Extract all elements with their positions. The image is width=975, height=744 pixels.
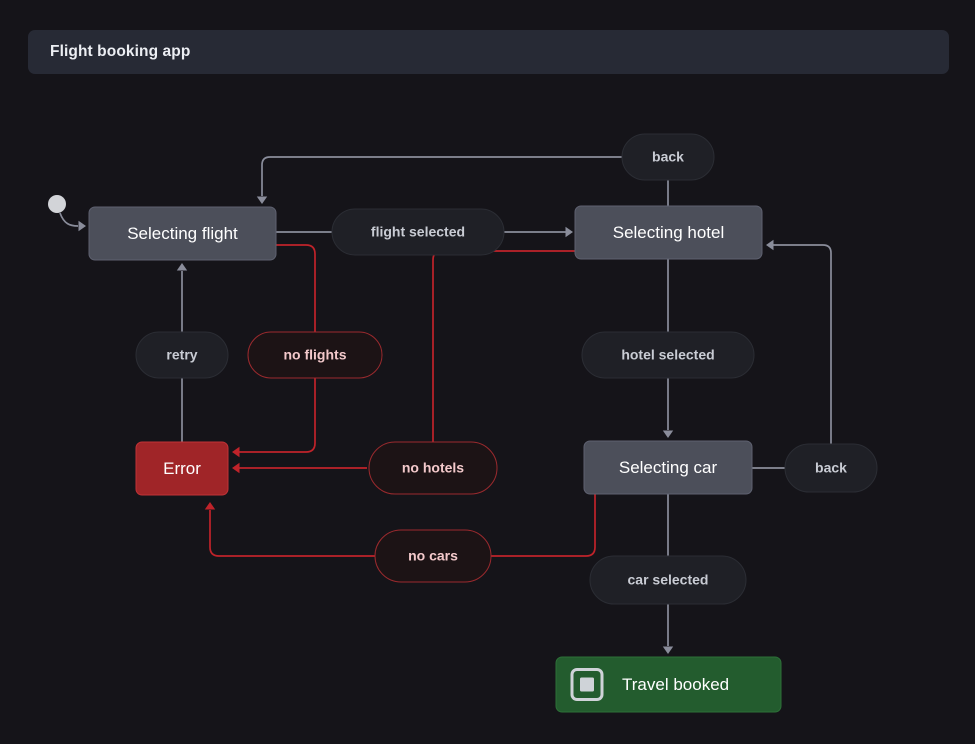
transition-line — [261, 156, 669, 206]
state-node-travel-booked[interactable]: Travel booked — [555, 656, 782, 713]
state-node-selecting-hotel[interactable]: Selecting hotel — [574, 205, 763, 260]
transition-arrowhead-left — [766, 239, 774, 251]
event-label-text: flight selected — [371, 224, 465, 240]
event-pill — [374, 529, 492, 583]
event-pill — [247, 331, 383, 379]
event-label-no-cars[interactable]: no cars — [374, 529, 492, 583]
transition-arrowhead-left — [232, 446, 240, 458]
state-node-error[interactable]: Error — [135, 441, 229, 496]
page-title: Flight booking app — [50, 43, 191, 60]
states-layer: Selecting flight Selecting hotelSelecting… — [88, 205, 782, 713]
event-pill — [589, 555, 747, 605]
state-label-text: Selecting car — [619, 458, 718, 477]
transition-arrowhead-left — [232, 462, 240, 474]
transition-arrowhead-up — [204, 502, 216, 510]
event-pill — [331, 208, 505, 256]
event-pill — [368, 441, 498, 495]
initial-state-marker — [48, 195, 66, 213]
event-label-car-selected[interactable]: car selected — [589, 555, 747, 605]
transition-t-initial[interactable] — [59, 212, 86, 232]
event-label-text: no flights — [284, 347, 347, 363]
event-pill — [784, 443, 878, 493]
transition-t-hotel-back-flight[interactable] — [256, 156, 669, 206]
initial-state-dot — [48, 195, 66, 213]
transition-line — [59, 212, 79, 227]
event-label-hotel-selected[interactable]: hotel selected — [581, 331, 755, 379]
event-label-text: back — [652, 149, 684, 165]
event-label-text: hotel selected — [621, 347, 714, 363]
transition-arrowhead-right — [78, 220, 86, 232]
transitions-layer — [48, 156, 832, 654]
state-label-text: Selecting flight — [127, 224, 238, 243]
event-label-back-top[interactable]: back — [621, 133, 715, 181]
transition-line — [209, 494, 596, 557]
state-label-text: Selecting hotel — [613, 223, 725, 242]
transition-line — [238, 244, 316, 453]
transition-arrowhead-down — [256, 196, 268, 204]
transition-t-hotel-to-car[interactable] — [662, 259, 674, 438]
event-pill — [581, 331, 755, 379]
event-label-text: back — [815, 460, 847, 476]
event-label-no-flights[interactable]: no flights — [247, 331, 383, 379]
transition-arrowhead-up — [176, 263, 188, 271]
transition-arrowhead-right — [565, 226, 573, 238]
state-label-text: Error — [163, 459, 201, 478]
event-pill — [621, 133, 715, 181]
state-box — [574, 205, 763, 260]
event-label-no-hotels[interactable]: no hotels — [368, 441, 498, 495]
event-label-flight-selected[interactable]: flight selected — [331, 208, 505, 256]
event-pill — [135, 331, 229, 379]
state-box — [88, 206, 277, 261]
transition-t-car-no-cars[interactable] — [204, 494, 596, 557]
event-label-text: no hotels — [402, 460, 464, 476]
state-box — [135, 441, 229, 496]
final-state-icon-outer — [570, 668, 604, 701]
event-label-back-right[interactable]: back — [784, 443, 878, 493]
event-label-retry[interactable]: retry — [135, 331, 229, 379]
event-labels-layer: back flight selected retry no flights hotel … — [135, 133, 878, 605]
transition-t-car-to-booked[interactable] — [662, 494, 674, 654]
event-label-text: no cars — [408, 548, 458, 564]
transition-t-car-back-hotel[interactable] — [752, 239, 832, 469]
transition-line — [752, 244, 832, 469]
state-label-text: Travel booked — [622, 675, 729, 694]
transition-arrowhead-down — [662, 430, 674, 438]
state-box — [555, 656, 782, 713]
state-node-selecting-car[interactable]: Selecting car — [583, 440, 753, 495]
transition-arrowhead-down — [662, 646, 674, 654]
state-box — [583, 440, 753, 495]
app-titlebar: Flight booking app — [28, 30, 949, 74]
state-node-selecting-flight[interactable]: Selecting flight — [88, 206, 277, 261]
final-state-icon-inner — [580, 677, 594, 692]
transition-t-flight-no-flights[interactable] — [232, 244, 316, 458]
event-label-text: retry — [166, 347, 197, 363]
event-label-text: car selected — [628, 572, 709, 588]
